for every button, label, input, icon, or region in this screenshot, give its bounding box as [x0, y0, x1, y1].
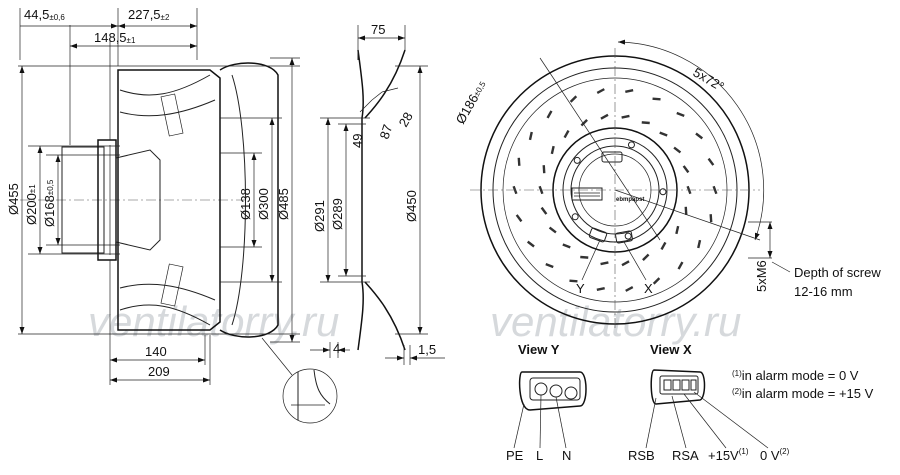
blade-slot	[709, 214, 713, 223]
blade-slot	[625, 286, 634, 292]
blade-slot	[642, 253, 650, 261]
label-y: Y	[576, 281, 585, 296]
view-x-title: View X	[650, 342, 692, 357]
blade-slot	[540, 206, 548, 215]
screw-note-1: Depth of screw	[794, 265, 881, 280]
blade-slot	[677, 261, 684, 270]
pin-l: L	[536, 448, 543, 463]
side-view	[18, 8, 300, 385]
blade-slot	[563, 129, 570, 139]
blade-slot	[682, 165, 690, 174]
blade-slot	[596, 88, 605, 94]
screw-hole	[571, 213, 579, 221]
blade-slot	[660, 241, 667, 251]
blade-slot	[580, 255, 589, 259]
blade-slot	[580, 119, 588, 127]
pin-rsa: RSA	[672, 448, 699, 463]
pin-15v: +15V(1)	[708, 447, 749, 463]
dim-28: 28	[396, 109, 416, 129]
blade-slot	[528, 131, 533, 141]
blade-slot	[695, 132, 704, 140]
label-x: X	[644, 281, 653, 296]
dim-4: 4	[333, 341, 340, 356]
blade-slot	[542, 165, 546, 174]
blade-slot	[569, 95, 578, 103]
blade-slot	[621, 114, 630, 119]
dim-49: 49	[350, 134, 365, 148]
blade-slot	[548, 226, 557, 234]
dim-138: Ø138	[238, 188, 253, 220]
blade-slot	[515, 214, 523, 223]
blade-slot	[621, 260, 630, 267]
blade-slot	[676, 111, 685, 117]
blade-slot	[652, 277, 661, 285]
screw-note-2: 12-16 mm	[794, 284, 853, 299]
view-y-connector	[513, 371, 587, 449]
dim-200: Ø200±1	[24, 184, 39, 225]
blade-slot	[697, 239, 702, 249]
dim-291: Ø291	[312, 200, 327, 232]
blade-slot	[546, 110, 553, 119]
dim-209: 209	[148, 364, 170, 379]
view-y-title: View Y	[518, 342, 560, 357]
blade-slot	[659, 131, 668, 137]
blade-slot	[707, 157, 715, 166]
note-2: (2)in alarm mode = +15 V	[732, 386, 874, 401]
screw-hole	[624, 232, 632, 240]
dim-485: Ø485	[276, 188, 291, 220]
watermark-left: ventilatorry.ru	[88, 298, 339, 345]
blade-slot	[538, 185, 544, 195]
blade-slot	[596, 286, 605, 291]
blade-slot	[517, 157, 521, 166]
front-view	[470, 39, 791, 330]
blade-slot	[526, 240, 535, 248]
pin-0v: 0 V(2)	[760, 447, 790, 463]
blade-slot	[562, 243, 571, 249]
dim-455: Ø455	[6, 183, 21, 215]
dim-227-5: 227,5±2	[128, 7, 170, 22]
blade-slot	[673, 146, 682, 154]
blade-slot	[545, 263, 554, 269]
pin-n: N	[562, 448, 571, 463]
dim-angle: 5x72°	[691, 65, 727, 95]
pin-pe: PE	[506, 448, 524, 463]
dim-186: Ø186±0,5	[453, 78, 490, 127]
dim-1-5: 1,5	[418, 342, 436, 357]
blade-slot	[641, 121, 650, 125]
dim-44-5: 44,5±0,6	[24, 7, 65, 22]
blade-slot	[569, 279, 578, 283]
dim-450: Ø450	[404, 190, 419, 222]
blade-slot	[675, 225, 680, 235]
brand-logo: ebmpapst	[616, 197, 644, 203]
section-view	[261, 25, 445, 424]
dim-148-5: 148,5±1	[94, 30, 136, 45]
view-x-connector	[645, 369, 769, 449]
blade-slot	[684, 206, 688, 215]
screw-hole	[627, 141, 635, 149]
dim-140: 140	[145, 344, 167, 359]
screw-hole	[573, 156, 581, 164]
dim-87: 87	[377, 123, 396, 141]
watermark-right: ventilatorry.ru	[490, 298, 741, 345]
dim-289: Ø289	[330, 198, 345, 230]
blade-slot	[625, 89, 634, 94]
dim-75: 75	[371, 22, 385, 37]
dim-168: Ø168±0,5	[42, 179, 57, 227]
blade-slot	[600, 261, 609, 266]
dim-300: Ø300	[256, 188, 271, 220]
pin-rsb: RSB	[628, 448, 655, 463]
dim-screw: 5xM6	[754, 260, 769, 292]
screw-hole	[659, 188, 667, 196]
blade-slot	[600, 113, 609, 120]
blade-slot	[652, 97, 661, 101]
note-1: (1)in alarm mode = 0 V	[732, 368, 859, 383]
blade-slot	[550, 145, 555, 155]
